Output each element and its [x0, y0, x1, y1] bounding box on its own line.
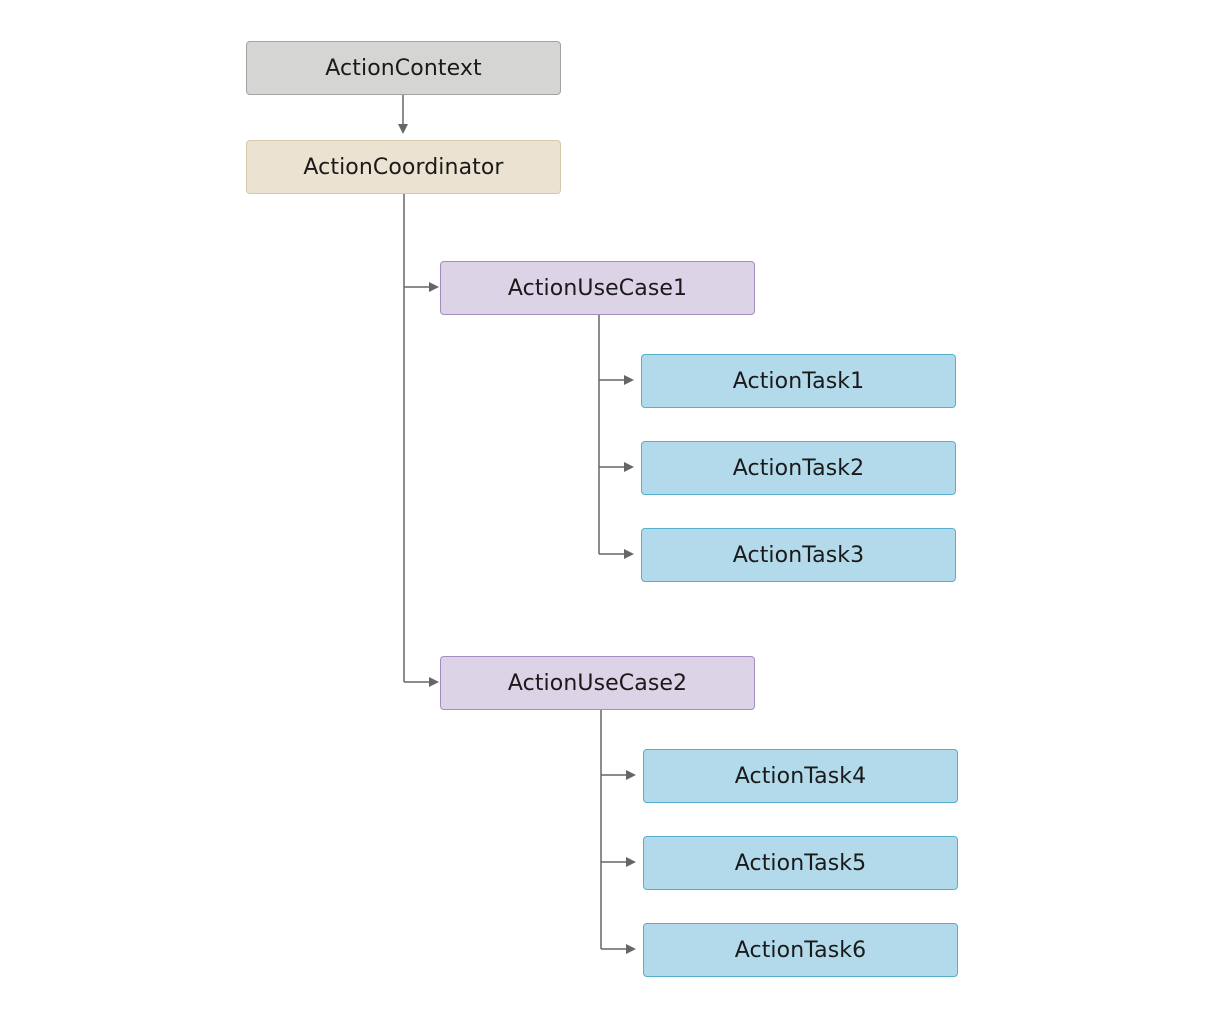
node-label: ActionTask3: [732, 542, 865, 568]
arrowhead-icon: [624, 375, 634, 385]
node-label: ActionTask4: [734, 763, 867, 789]
node-action-usecase2: ActionUseCase2: [440, 656, 755, 710]
arrowhead-icon: [626, 857, 636, 867]
node-action-task3: ActionTask3: [641, 528, 956, 582]
node-action-task1: ActionTask1: [641, 354, 956, 408]
arrowhead-icon: [624, 549, 634, 559]
node-label: ActionTask5: [734, 850, 867, 876]
node-label: ActionUseCase2: [507, 670, 688, 696]
node-label: ActionTask2: [732, 455, 865, 481]
node-label: ActionUseCase1: [507, 275, 688, 301]
node-action-task2: ActionTask2: [641, 441, 956, 495]
arrowhead-icon: [626, 944, 636, 954]
node-action-task6: ActionTask6: [643, 923, 958, 977]
arrowhead-icon: [429, 677, 439, 687]
arrowhead-icon: [624, 462, 634, 472]
node-action-usecase1: ActionUseCase1: [440, 261, 755, 315]
node-action-coordinator: ActionCoordinator: [246, 140, 561, 194]
arrowhead-icon: [626, 770, 636, 780]
node-action-context: ActionContext: [246, 41, 561, 95]
arrowhead-icon: [429, 282, 439, 292]
node-action-task5: ActionTask5: [643, 836, 958, 890]
node-label: ActionContext: [325, 55, 482, 81]
node-action-task4: ActionTask4: [643, 749, 958, 803]
arrowhead-icon: [398, 124, 408, 134]
node-label: ActionCoordinator: [303, 154, 504, 180]
node-label: ActionTask6: [734, 937, 867, 963]
node-label: ActionTask1: [732, 368, 865, 394]
